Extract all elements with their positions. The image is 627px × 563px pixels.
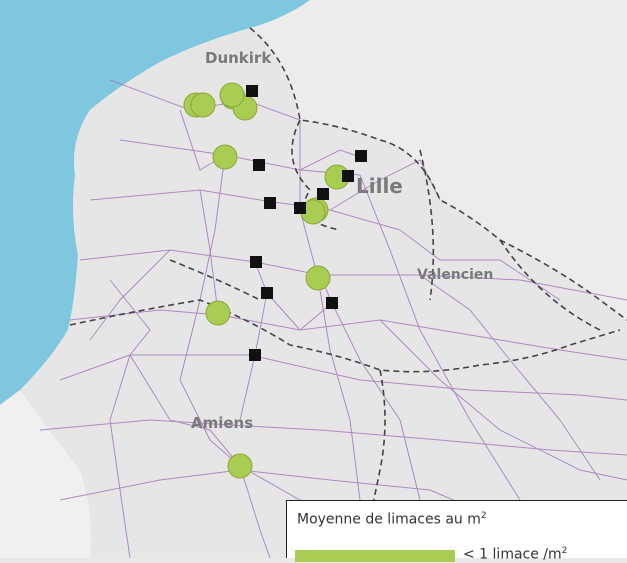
land-area xyxy=(0,28,627,558)
legend-item-text: < 1 limace /m xyxy=(463,546,562,563)
city-label-dunkirk: Dunkirk xyxy=(205,49,272,67)
legend-swatch xyxy=(295,550,455,562)
circle-marker[interactable] xyxy=(212,144,238,170)
city-label-valenciennes: Valencien xyxy=(417,267,493,283)
square-marker[interactable] xyxy=(264,197,276,209)
city-label-lille: Lille xyxy=(356,174,403,198)
southwest-land xyxy=(0,390,92,558)
legend-item-sup: 2 xyxy=(561,546,568,556)
legend-title: Moyenne de limaces au m2 xyxy=(297,511,627,528)
city-label-amiens: Amiens xyxy=(191,414,253,432)
circle-marker[interactable] xyxy=(305,265,331,291)
legend-title-sup: 2 xyxy=(480,511,487,521)
legend-item-label: < 1 limace /m2 xyxy=(463,546,567,563)
square-marker[interactable] xyxy=(294,202,306,214)
square-marker[interactable] xyxy=(326,297,338,309)
sea-area xyxy=(0,0,310,405)
circle-marker[interactable] xyxy=(205,300,231,326)
circle-marker[interactable] xyxy=(227,453,253,479)
square-marker[interactable] xyxy=(261,287,273,299)
square-marker[interactable] xyxy=(342,170,354,182)
circle-markers xyxy=(183,82,350,479)
city-labels: Dunkirk Lille Valencien Amiens xyxy=(191,49,493,432)
square-marker[interactable] xyxy=(246,85,258,97)
square-marker[interactable] xyxy=(355,150,367,162)
square-marker[interactable] xyxy=(249,349,261,361)
legend-item: < 1 limace /m2 xyxy=(295,546,625,563)
square-marker[interactable] xyxy=(317,188,329,200)
circle-marker[interactable] xyxy=(190,92,216,118)
square-marker[interactable] xyxy=(253,159,265,171)
legend: Moyenne de limaces au m2 < 1 limace /m2 xyxy=(286,500,627,563)
square-marker[interactable] xyxy=(250,256,262,268)
circle-marker[interactable] xyxy=(219,82,245,108)
legend-title-text: Moyenne de limaces au m xyxy=(297,511,481,528)
square-markers xyxy=(246,85,367,361)
